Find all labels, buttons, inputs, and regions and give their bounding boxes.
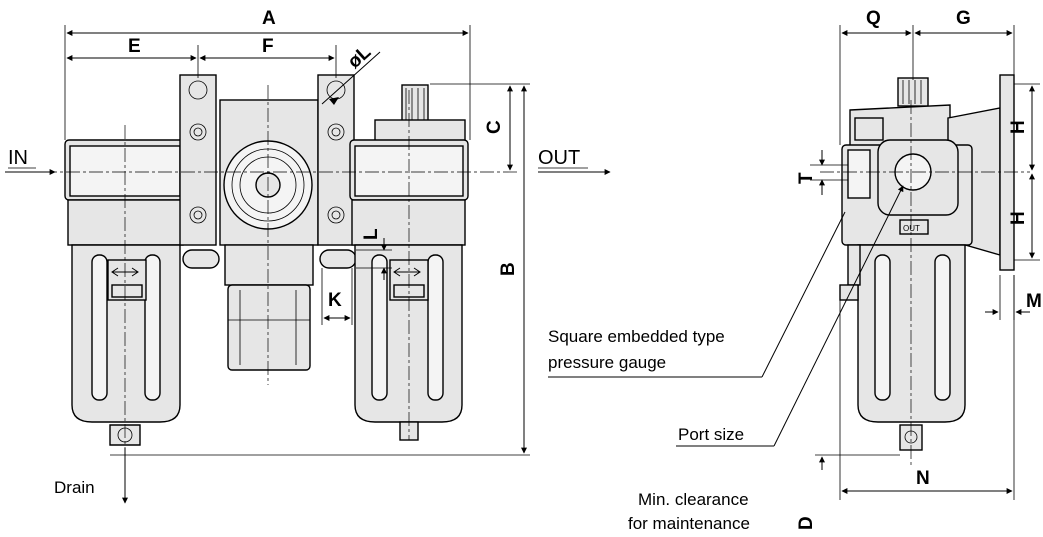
dim-l-label: L	[361, 228, 382, 240]
dimension-h-lower: H	[1008, 173, 1040, 261]
drain-label: Drain	[54, 478, 95, 497]
dim-g-label: G	[956, 8, 971, 29]
dim-b-label: B	[498, 262, 519, 276]
gauge-callout: Square embedded type pressure gauge	[548, 211, 846, 378]
dim-c-label: C	[484, 120, 505, 134]
filter-unit	[64, 125, 186, 455]
regulator-unit	[219, 85, 319, 385]
dimension-t: T	[796, 150, 848, 195]
dim-e-label: E	[128, 36, 141, 57]
dimension-m: M	[985, 275, 1042, 320]
gauge-label-line2: pressure gauge	[548, 353, 666, 372]
dimension-c: C	[430, 83, 530, 171]
dim-n-label: N	[916, 468, 930, 489]
dim-h-upper-label: H	[1008, 120, 1029, 134]
inlet-arrow: IN	[5, 147, 56, 175]
dim-k-label: K	[328, 290, 342, 311]
outlet-arrow: OUT	[538, 147, 611, 175]
dimension-g: G	[914, 8, 1015, 75]
gauge-label-line1: Square embedded type	[548, 327, 725, 346]
dimension-a: A	[64, 8, 471, 140]
left-bracket	[179, 74, 220, 269]
dim-phi-l-label: øL	[344, 41, 376, 72]
port-size-callout: Port size	[676, 185, 904, 447]
dim-a-label: A	[262, 8, 276, 29]
dim-h-lower-label: H	[1008, 211, 1029, 225]
dim-t-label: T	[796, 172, 817, 184]
front-view: IN OUT A E F øL	[5, 8, 611, 504]
dim-m-label: M	[1026, 291, 1042, 312]
drain-callout: Drain	[54, 448, 128, 504]
dim-f-label: F	[262, 36, 274, 57]
dimension-q: Q	[839, 8, 914, 145]
lubricator-unit	[349, 84, 469, 441]
outlet-label: OUT	[538, 147, 580, 169]
dimension-b: B	[110, 85, 530, 456]
dim-q-label: Q	[866, 8, 881, 29]
side-out-badge: OUT	[903, 224, 920, 233]
dimension-e: E	[66, 36, 199, 78]
dimension-n: N	[839, 275, 1015, 500]
right-bracket	[317, 74, 357, 269]
dimension-d: D	[796, 454, 900, 530]
clearance-label-line2: for maintenance	[628, 514, 750, 533]
dimension-k: K	[321, 268, 353, 325]
port-size-label: Port size	[678, 425, 744, 444]
dimension-h-upper: H	[1008, 83, 1040, 171]
clearance-callout: Min. clearance for maintenance	[628, 490, 750, 533]
side-view: OUT Q G H H	[548, 8, 1042, 533]
dimension-f: F	[199, 36, 337, 78]
clearance-label-line1: Min. clearance	[638, 490, 749, 509]
dimension-l: L	[356, 228, 392, 280]
inlet-label: IN	[8, 147, 28, 169]
dim-d-label: D	[796, 516, 817, 530]
